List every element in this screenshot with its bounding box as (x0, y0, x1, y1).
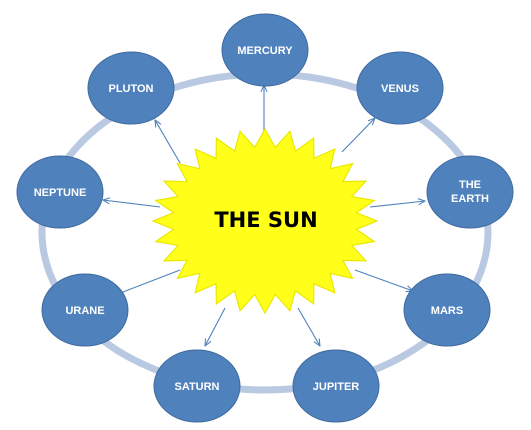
planet-jupiter-label: JUPITER (313, 381, 360, 393)
arrow-to-venus (341, 118, 375, 153)
planet-jupiter: JUPITER (292, 349, 380, 423)
planet-saturn-label: SATURN (174, 381, 219, 393)
arrow-to-neptune (103, 200, 161, 208)
planet-earth-label-line1: THE (459, 179, 481, 191)
planet-saturn-circle (153, 349, 241, 423)
planet-urane: URANE (41, 273, 129, 347)
planet-urane-label: URANE (65, 305, 104, 317)
planet-saturn: SATURN (153, 349, 241, 423)
planet-pluton-label: PLUTON (108, 83, 153, 95)
planet-mars: MARS (403, 273, 491, 347)
planet-urane-circle (41, 273, 129, 347)
planet-neptune-circle (16, 155, 104, 229)
planet-mercury: MERCURY (221, 13, 309, 87)
planet-earth-circle (426, 155, 514, 229)
planet-venus-circle (356, 51, 444, 125)
arrow-to-pluton (155, 120, 181, 164)
planet-mars-label: MARS (431, 305, 463, 317)
planet-venus-label: VENUS (381, 83, 419, 95)
sun-label: THE SUN (214, 208, 317, 232)
sun-starburst (151, 127, 379, 315)
planet-earth: THE EARTH (426, 155, 514, 229)
planet-earth-label-line2: EARTH (451, 193, 489, 205)
arrow-to-saturn (205, 307, 226, 346)
arrow-to-mars (354, 269, 413, 291)
arrow-to-earth (369, 201, 425, 208)
planet-venus: VENUS (356, 51, 444, 125)
arrow-to-jupiter (297, 307, 320, 346)
planet-jupiter-circle (292, 349, 380, 423)
planet-neptune-label: NEPTUNE (34, 187, 87, 199)
arrows-group (103, 85, 425, 346)
planet-pluton-circle (87, 51, 175, 125)
planet-mercury-label: MERCURY (237, 45, 293, 57)
planet-mars-circle (403, 273, 491, 347)
planet-pluton: PLUTON (87, 51, 175, 125)
planet-mercury-circle (221, 13, 309, 87)
planet-neptune: NEPTUNE (16, 155, 104, 229)
